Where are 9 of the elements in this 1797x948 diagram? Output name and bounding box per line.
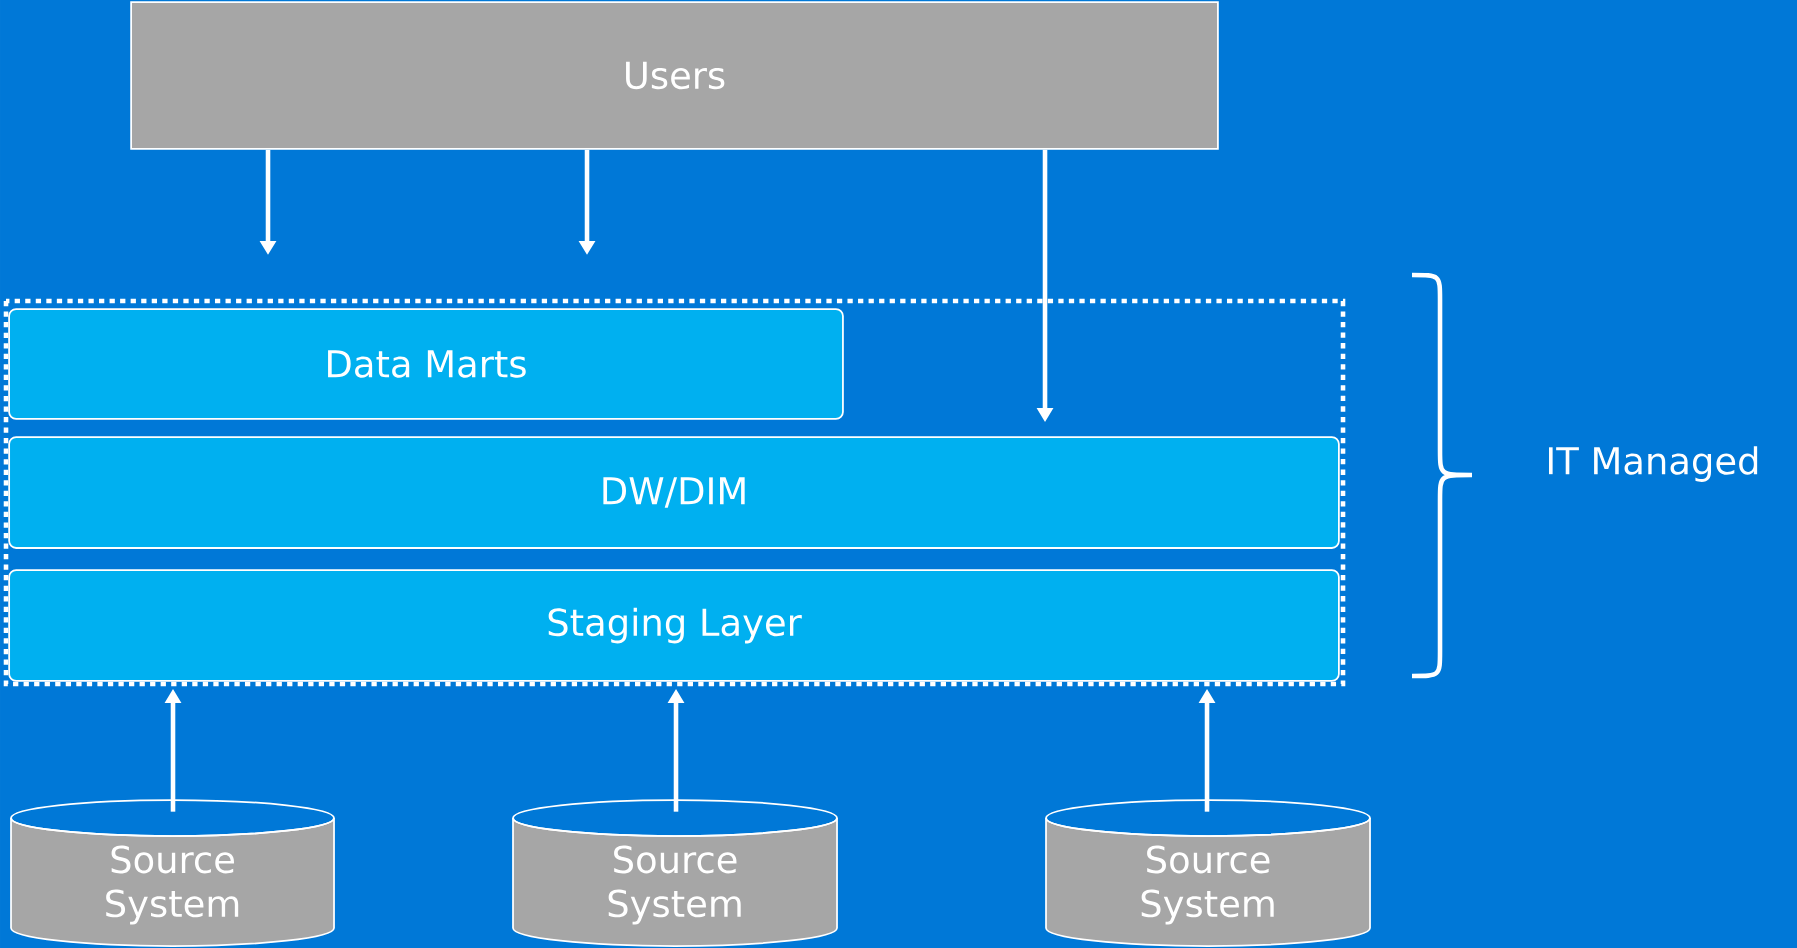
brace-label: IT Managed <box>1549 446 1758 482</box>
dotted-boundary <box>3 298 1346 687</box>
database-cylinder: Source System <box>1045 799 1371 947</box>
users-box: Users <box>130 1 1219 150</box>
database-cylinder: Source System <box>10 799 335 947</box>
layer-box: Staging Layer <box>8 569 1340 682</box>
layer-box: Data Marts <box>8 308 844 420</box>
layer-box: DW/DIM <box>8 436 1340 549</box>
database-cylinder: Source System <box>512 799 838 947</box>
